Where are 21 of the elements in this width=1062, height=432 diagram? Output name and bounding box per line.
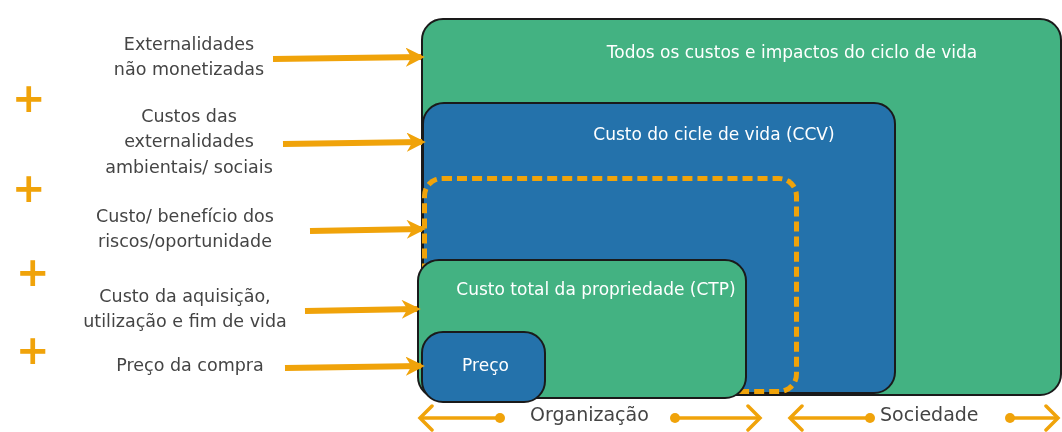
cost-label: Preço da compra: [95, 350, 285, 382]
plus-sign: +: [16, 252, 50, 292]
arrow: [304, 299, 421, 319]
cost-label: Custo da aquisição, utilização e fim de vida: [65, 280, 305, 338]
scope-label: Organização: [530, 403, 649, 425]
layer-label: Custo total da propriedade (CTP): [455, 279, 737, 299]
plus-sign: +: [12, 168, 46, 208]
layer-label: Preço: [461, 355, 510, 375]
plus-sign: +: [16, 330, 50, 370]
cost-label: Externalidades não monetizadas: [105, 28, 273, 86]
cost-label: Custos das externalidades ambientais/ sociais: [95, 100, 283, 184]
plus-sign: +: [12, 78, 46, 118]
scope-label: Sociedade: [880, 403, 979, 425]
arrow: [272, 47, 425, 67]
arrow: [282, 132, 426, 152]
cost-layer-box: [421, 331, 546, 403]
arrow: [284, 356, 425, 376]
layer-label: Todos os custos e impactos do ciclo de vida: [605, 42, 979, 62]
cost-label: Custo/ benefício dos riscos/oportunidade: [60, 200, 310, 258]
layer-label: Custo do cicle de vida (CCV): [592, 124, 836, 144]
arrow: [309, 219, 426, 239]
